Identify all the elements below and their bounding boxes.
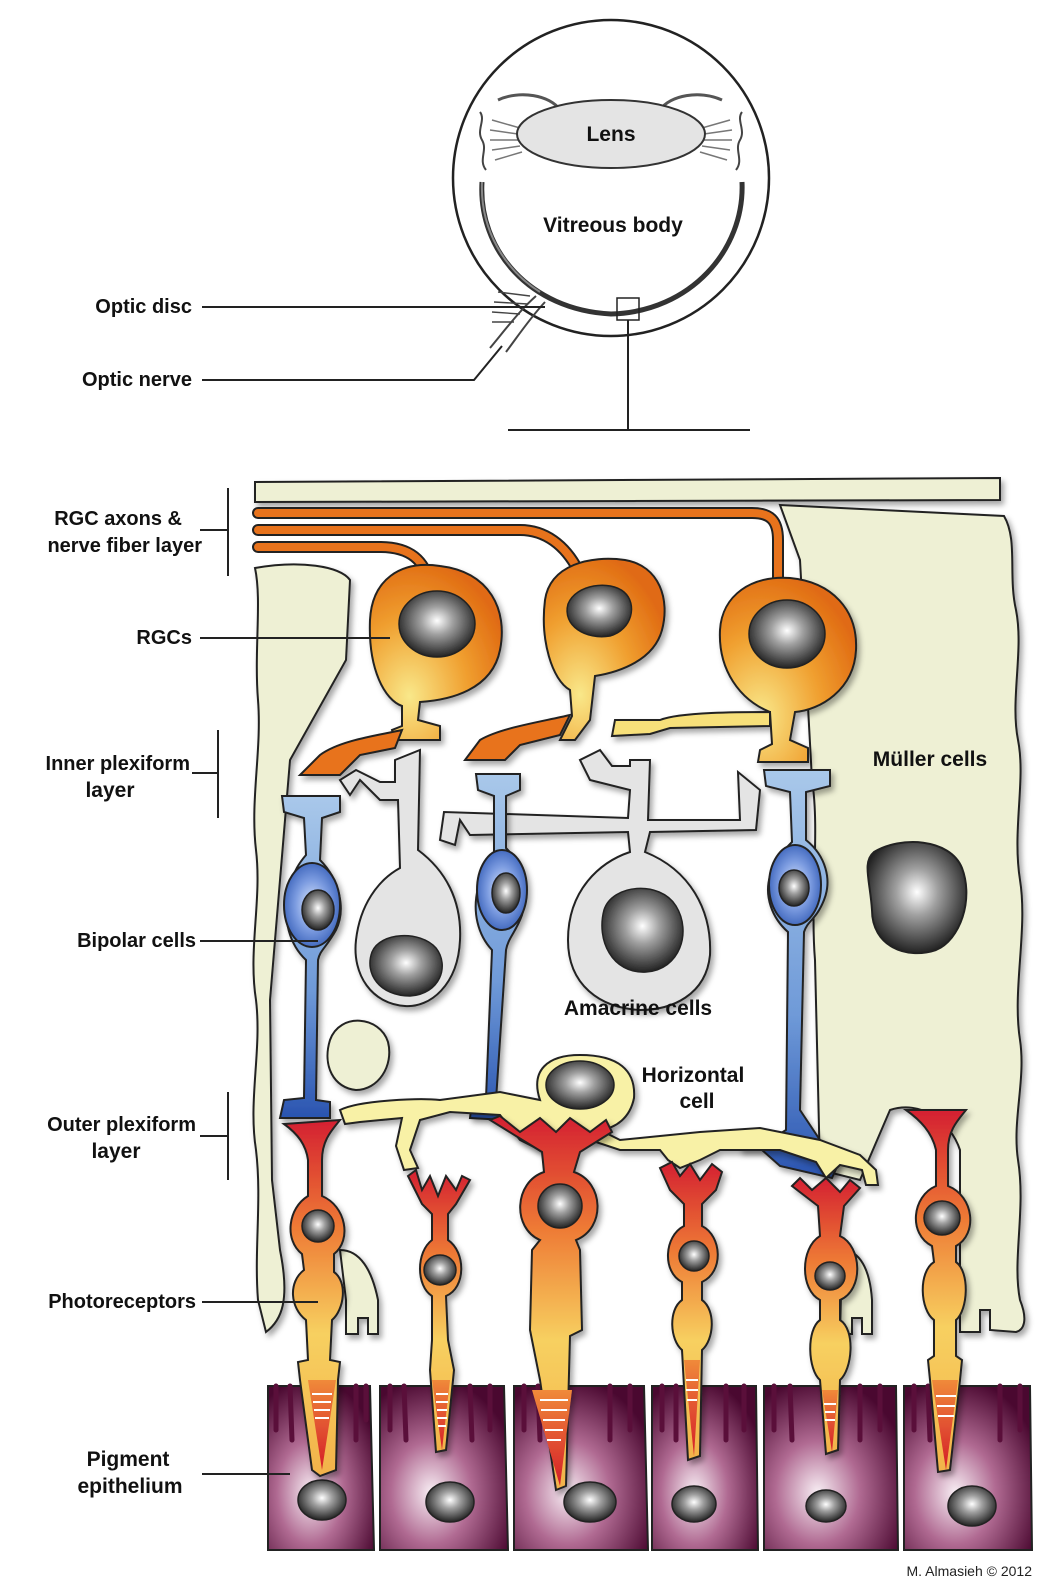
muller-cells-label: Müller cells [873, 748, 987, 771]
bipolar-nucleus [779, 870, 809, 906]
photoreceptors-label: Photoreceptors [48, 1291, 196, 1313]
inner-plexiform-bracket [192, 730, 218, 818]
pigment-nucleus [806, 1490, 846, 1522]
rgc-nucleus [567, 585, 631, 636]
outer-plexiform-label-line1: Outer plexiform [47, 1114, 196, 1136]
muller-cell-nucleus [868, 842, 967, 953]
rgcs-label: RGCs [136, 627, 192, 649]
amacrine-cell-1 [340, 750, 460, 1006]
amacrine-cells-label: Amacrine cells [564, 997, 712, 1020]
pigment-nucleus [672, 1486, 716, 1522]
bipolar-nucleus [302, 890, 334, 930]
amacrine-nucleus [370, 936, 442, 996]
optic-nerve-label: Optic nerve [82, 369, 192, 391]
rgc-nucleus [399, 591, 475, 657]
bipolar-cells-label: Bipolar cells [77, 930, 196, 952]
pigment-epithelium [268, 1386, 1032, 1550]
vitreous-body-label: Vitreous body [543, 214, 683, 237]
pigment-nucleus [564, 1482, 616, 1522]
optic-nerve-leader [202, 346, 502, 380]
pigment-nucleus [426, 1482, 474, 1522]
inner-plexiform-label-line2: layer [85, 779, 134, 802]
lens-label: Lens [586, 123, 635, 146]
optic-disc-label: Optic disc [95, 296, 192, 318]
horizontal-label-line2: cell [679, 1090, 714, 1113]
outer-plexiform-bracket [200, 1092, 228, 1180]
outer-plexiform-label-line2: layer [91, 1140, 140, 1163]
horizontal-nucleus [546, 1061, 614, 1109]
photoreceptor-nucleus [302, 1210, 334, 1242]
eyeball-illustration: Lens Vitreous body [453, 20, 769, 430]
photoreceptor-nucleus [815, 1262, 845, 1290]
rgc-axons-label-line1: RGC axons & [54, 508, 182, 530]
pigment-label-line1: Pigment [87, 1448, 170, 1471]
zoom-connector [508, 320, 750, 430]
photoreceptor-nucleus [538, 1184, 582, 1228]
amacrine-nucleus [602, 888, 683, 972]
inner-plexiform-label-line1: Inner plexiform [46, 753, 190, 775]
bipolar-nucleus [492, 873, 520, 913]
pigment-nucleus [298, 1480, 346, 1520]
pigment-nucleus [948, 1486, 996, 1526]
pigment-label-line2: epithelium [77, 1475, 182, 1498]
photoreceptor-nucleus [924, 1201, 960, 1235]
photoreceptor-nucleus [424, 1255, 456, 1285]
pigment-cell [904, 1386, 1032, 1550]
photoreceptor-nucleus [679, 1241, 709, 1271]
eye-outer-sclera [453, 20, 769, 336]
copyright-credit: M. Almasieh © 2012 [907, 1563, 1033, 1579]
rgc-axons-label-line2: nerve fiber layer [47, 535, 202, 557]
rgc-nucleus [749, 600, 825, 668]
horizontal-label-line1: Horizontal [642, 1064, 745, 1087]
rgc-axons-bracket [200, 488, 228, 576]
